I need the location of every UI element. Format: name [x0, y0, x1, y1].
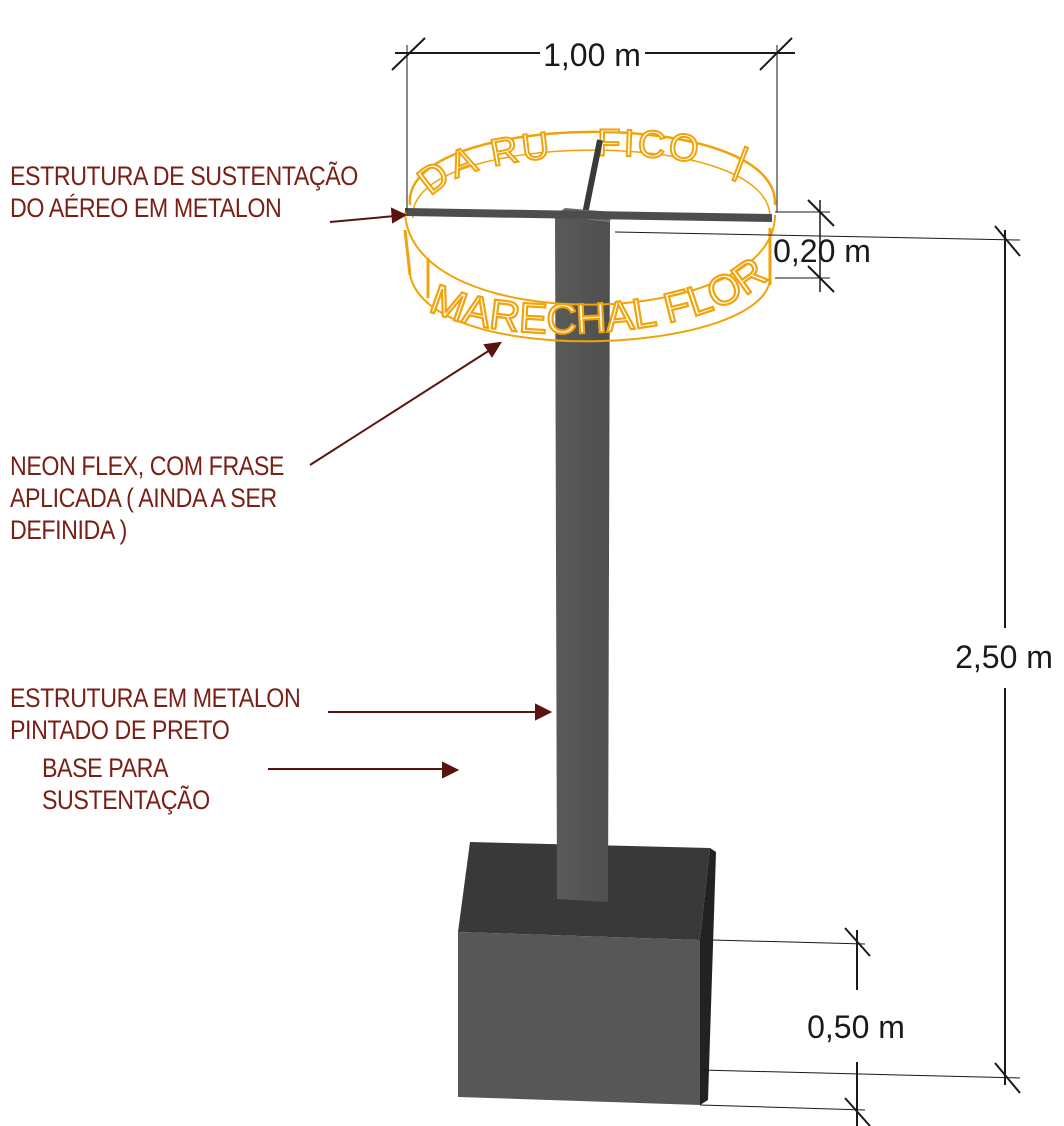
horizontal-support-bar: [405, 208, 772, 222]
leader-arrows: [268, 207, 553, 779]
dimension-base-height: 0,50 m: [807, 1009, 905, 1045]
arrow-neon-flex: [309, 349, 491, 466]
label-metalon-structure-line2: PINTADO DE PRETO: [10, 715, 230, 745]
dimension-total-height: 2,50 m: [955, 639, 1053, 675]
dimension-ring-height: 0,20 m: [773, 233, 871, 269]
label-base-line1: BASE PARA: [42, 753, 169, 783]
arrow-support-structure: [329, 215, 396, 223]
neon-ring-back: DA RU FICO | LUZA AZUL: [0, 0, 777, 299]
base-side-face: [700, 848, 716, 1105]
label-support-structure-line1: ESTRUTURA DE SUSTENTAÇÃO: [10, 161, 358, 191]
label-neon-flex-line2: APLICADA ( AINDA A SER: [10, 483, 277, 513]
label-support-structure: ESTRUTURA DE SUSTENTAÇÃO DO AÉREO EM MET…: [10, 160, 358, 224]
label-base-line2: SUSTENTAÇÃO: [42, 785, 210, 815]
label-base: BASE PARA SUSTENTAÇÃO: [42, 752, 210, 816]
label-metalon-structure-line1: ESTRUTURA EM METALON: [10, 683, 301, 713]
neon-back-text-right: LUZA AZUL: [0, 0, 15, 9]
label-support-structure-line2: DO AÉREO EM METALON: [10, 193, 282, 223]
neon-back-text-mid: FICO: [597, 123, 704, 172]
dimension-ring-width: 1,00 m: [543, 37, 641, 73]
neon-back-text-left: DA RU: [410, 125, 554, 204]
label-metalon-structure: ESTRUTURA EM METALON PINTADO DE PRETO: [10, 682, 301, 746]
base-front-face: [458, 932, 700, 1105]
label-neon-flex-line1: NEON FLEX, COM FRASE: [10, 451, 284, 481]
dimension-lines: [391, 37, 1021, 1126]
label-neon-flex-line3: DEFINIDA ): [10, 515, 127, 545]
label-neon-flex: NEON FLEX, COM FRASE APLICADA ( AINDA A …: [10, 450, 284, 546]
